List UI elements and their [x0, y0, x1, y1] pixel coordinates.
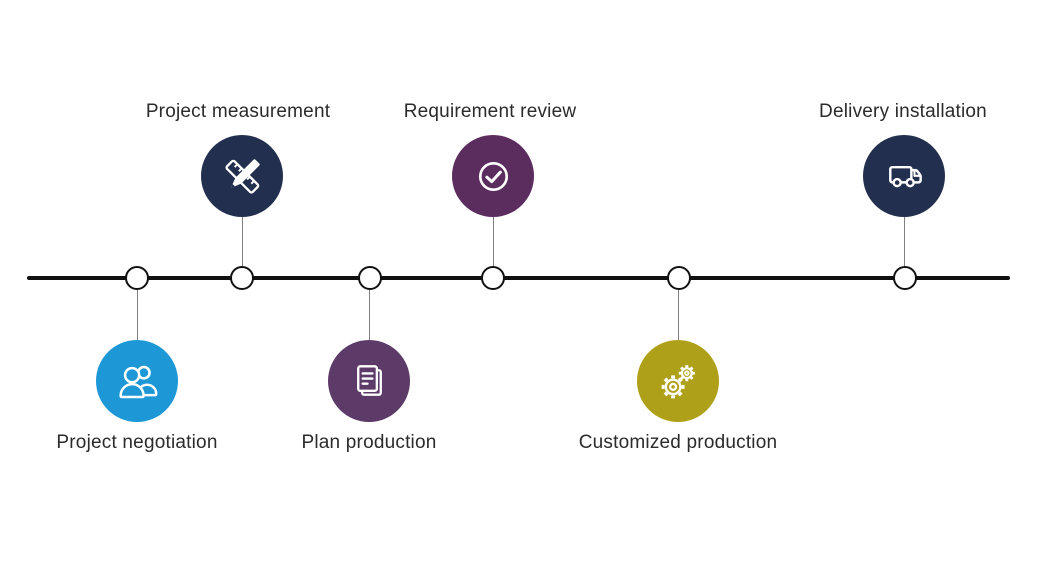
step-label: Plan production: [301, 432, 437, 453]
people-icon: [118, 365, 157, 398]
timeline-node: [481, 266, 505, 290]
timeline-node: [667, 266, 691, 290]
truck-icon: [888, 165, 922, 187]
step-label: Delivery installation: [819, 101, 987, 122]
step-circle: [452, 135, 534, 217]
check-circle-icon: [478, 161, 508, 191]
connector-line: [493, 217, 494, 266]
connector-line: [678, 290, 679, 340]
step-label: Project negotiation: [56, 432, 218, 453]
step-label: Project measurement: [145, 101, 331, 122]
connector-line: [137, 290, 138, 340]
step-label: Customized production: [578, 432, 778, 453]
timeline-node: [893, 266, 917, 290]
step-circle: [328, 340, 410, 422]
step-circle: [96, 340, 178, 422]
timeline-node: [125, 266, 149, 290]
document-icon: [356, 364, 382, 396]
step-label: Requirement review: [403, 101, 577, 122]
gears-icon: [661, 364, 695, 398]
step-circle: [863, 135, 945, 217]
connector-line: [369, 290, 370, 340]
timeline-node: [358, 266, 382, 290]
timeline-node: [230, 266, 254, 290]
connector-line: [904, 217, 905, 266]
step-circle: [201, 135, 283, 217]
connector-line: [242, 217, 243, 266]
timeline-axis: [27, 276, 1010, 280]
step-circle: [637, 340, 719, 422]
ruler-pencil-icon: [224, 158, 260, 194]
